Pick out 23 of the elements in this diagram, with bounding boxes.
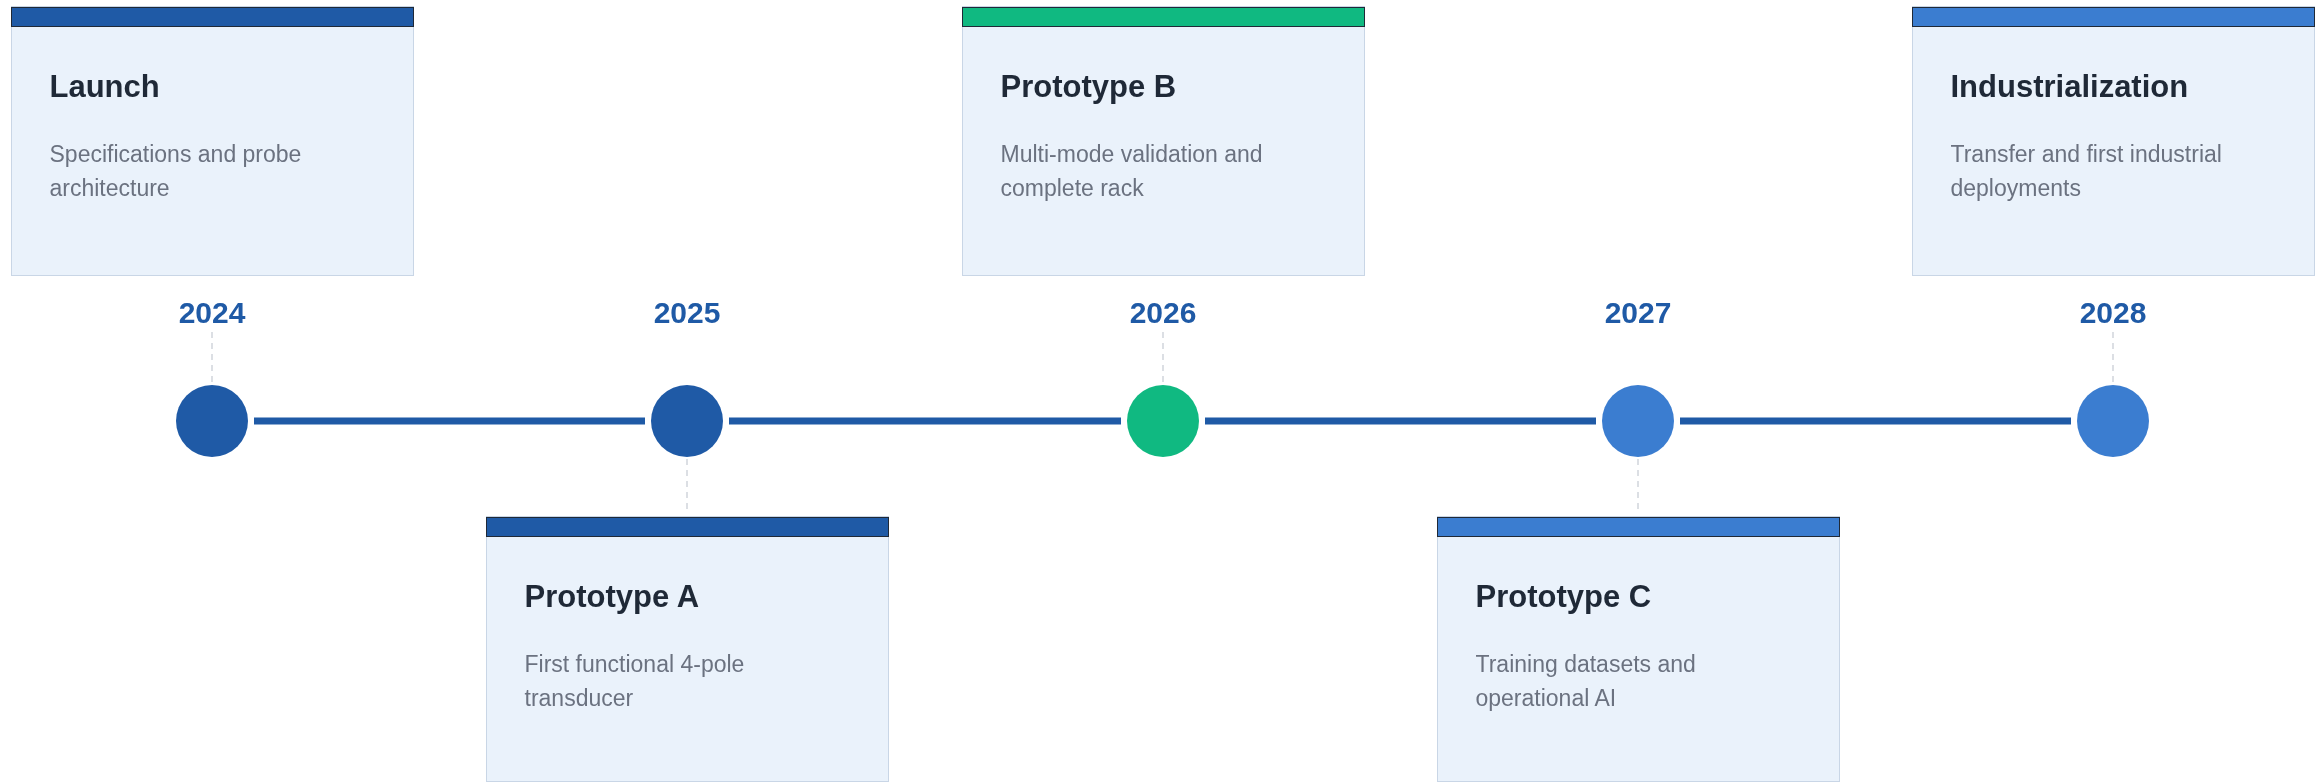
year-label: 2024 <box>178 296 246 330</box>
milestone-description: Training datasets and operational AI <box>1475 650 1697 713</box>
dashed-connector <box>1162 331 1164 384</box>
milestone-card <box>1911 6 2315 276</box>
milestone-description: Transfer and first industrial deployments <box>1950 140 2223 203</box>
dashed-connector <box>2112 331 2114 384</box>
milestone-card <box>961 6 1365 276</box>
milestone-title: Launch <box>49 69 160 105</box>
milestone-title: Prototype B <box>1000 69 1177 105</box>
year-label: 2028 <box>2079 296 2147 330</box>
milestone-card <box>1436 516 1840 782</box>
dashed-connector <box>211 331 213 384</box>
milestone-title: Industrialization <box>1950 69 2189 105</box>
milestone-description: Specifications and probe architecture <box>49 140 303 203</box>
milestone-title: Prototype A <box>524 579 700 615</box>
milestone-description: Multi-mode validation and complete rack <box>1000 140 1264 203</box>
milestone-description: First functional 4-pole transducer <box>524 650 746 713</box>
year-label: 2025 <box>653 296 721 330</box>
milestone-card <box>10 6 414 276</box>
milestone-card <box>485 516 889 782</box>
year-label: 2027 <box>1604 296 1672 330</box>
year-label: 2026 <box>1129 296 1197 330</box>
milestone-title: Prototype C <box>1475 579 1652 615</box>
